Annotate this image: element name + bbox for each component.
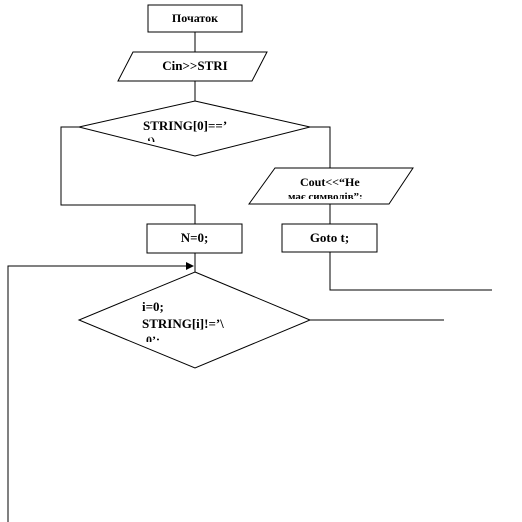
connector-condition-no-branch	[60, 126, 196, 224]
connector-loop-return	[7, 262, 194, 522]
start-terminal	[147, 4, 243, 33]
loop-label-line1: i=0;	[142, 300, 164, 314]
loop-decision-diamond	[77, 271, 312, 369]
loop-label-line3: 0’;	[146, 333, 160, 342]
condition-decision-diamond	[78, 100, 311, 157]
goto-process-box	[281, 223, 378, 253]
goto-label: Goto t;	[309, 231, 350, 245]
input-label: Cin>>STRI	[162, 59, 228, 73]
assign-process-box	[146, 223, 243, 254]
loop-label-line2: STRING[i]!=’\	[142, 317, 224, 331]
condition-label-line2: ‘)	[147, 134, 155, 142]
output-label-line2: має символів”;	[288, 191, 363, 199]
condition-label-line1: STRING[0]==’	[143, 119, 228, 133]
output-parallelogram	[248, 167, 414, 205]
input-parallelogram	[117, 51, 268, 82]
connector-condition-yes-branch	[310, 126, 331, 168]
assign-label: N=0;	[180, 231, 209, 245]
output-label-line1: Cout<<“Не	[300, 175, 360, 189]
connector-goto-exit	[329, 252, 492, 291]
start-label: Початок	[171, 11, 219, 25]
